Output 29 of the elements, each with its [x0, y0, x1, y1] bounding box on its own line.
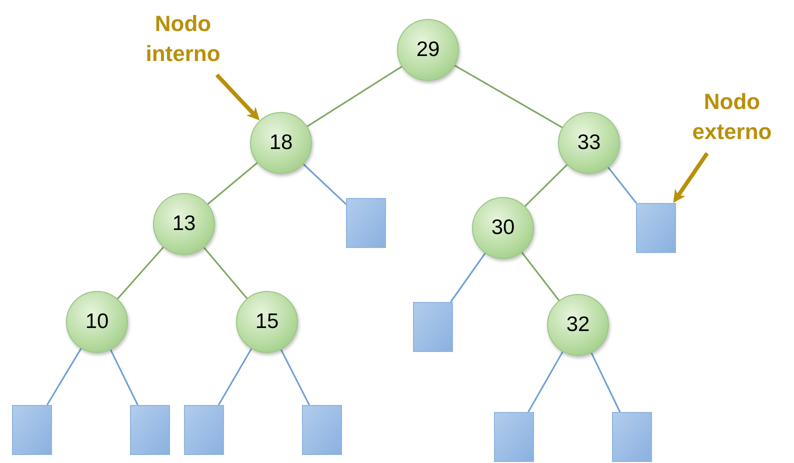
tree-edge [521, 252, 560, 301]
tree-edge [116, 246, 164, 300]
tree-edge [207, 162, 258, 205]
tree-edge [450, 252, 486, 302]
leaf-box [346, 198, 386, 248]
tree-edge [303, 164, 347, 205]
tree-edge [306, 66, 402, 128]
leaf-box [130, 405, 170, 455]
tree-edge [110, 349, 138, 406]
leaf-box [413, 302, 453, 352]
leaf-box [494, 412, 534, 462]
annotation-label: Nodo externo [672, 84, 792, 150]
tree-edge [608, 166, 637, 204]
pointer-arrow [673, 152, 709, 203]
tree-edge [590, 352, 621, 412]
annotation-label: Nodo interno [118, 6, 248, 72]
tree-edge [203, 247, 248, 299]
pointer-arrow [215, 74, 260, 120]
tree-edge [454, 64, 563, 128]
tree-edge [218, 348, 252, 406]
leaf-box [612, 412, 652, 462]
leaf-box [636, 203, 676, 253]
leaf-box [12, 405, 52, 455]
tree-edge [528, 352, 564, 412]
leaf-box [302, 405, 342, 455]
tree-edge [280, 349, 310, 406]
tree-edge [524, 164, 568, 207]
tree-edge [46, 348, 82, 406]
leaf-box [184, 405, 224, 455]
